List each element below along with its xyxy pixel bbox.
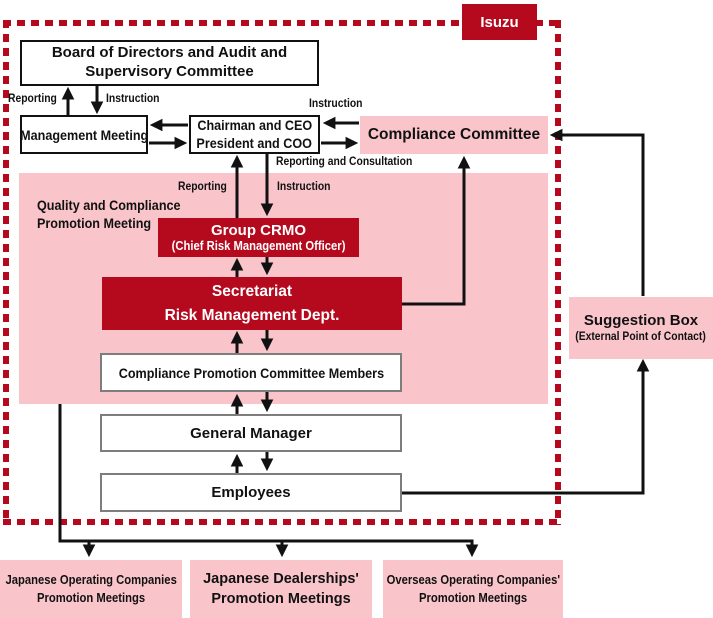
chairman-ceo-box: Chairman and CEO President and COO [189,115,320,154]
label-reporting-crmo: Reporting [178,181,227,193]
board-of-directors-box: Board of Directors and Audit and Supervi… [20,40,319,86]
group-crmo-line2: (Chief Risk Management Officer) [171,238,346,253]
isuzu-brand-tag: Isuzu [462,4,537,40]
board-line2: Supervisory Committee [85,63,254,80]
japanese-operating-box: Japanese Operating Companies Promotion M… [0,560,182,618]
suggestion-box-line2: (External Point of Contact) [575,331,707,344]
management-meeting-box: Management Meeting [20,115,148,154]
label-instruction-committee: Instruction [309,98,363,110]
committee-members-label: Compliance Promotion Committee Members [118,364,384,381]
compliance-committee-box: Compliance Committee [360,116,548,154]
japanese-dealerships-box: Japanese Dealerships' Promotion Meetings [190,560,372,618]
suggestion-box: Suggestion Box (External Point of Contac… [569,297,713,359]
quality-meeting-caption: Quality and Compliance Promotion Meeting [37,196,196,232]
secretariat-line2: Risk Management Dept. [164,306,340,324]
edge-secretariat-to-committee [402,155,471,306]
chairman-line1: Chairman and CEO [197,117,312,133]
general-manager-box: General Manager [100,414,402,452]
general-manager-label: General Manager [190,424,312,442]
edge-employees-to-suggestion-box [402,358,650,495]
committee-members-box: Compliance Promotion Committee Members [100,353,402,392]
employees-box: Employees [100,473,402,512]
japanese-dealerships-line2: Promotion Meetings [211,591,351,607]
secretariat-line1: Secretariat [211,283,293,301]
compliance-committee-label: Compliance Committee [367,126,541,143]
employees-label: Employees [211,484,291,501]
quality-meeting-line1: Quality and Compliance [37,197,181,213]
chairman-line2: President and COO [196,134,313,151]
label-instruction-crmo: Instruction [277,181,331,193]
label-instruction-board: Instruction [106,93,160,105]
edge-suggestion-box-to-committee [549,128,645,296]
quality-meeting-line2: Promotion Meeting [37,215,152,232]
japanese-operating-line1: Japanese Operating Companies [5,572,177,587]
group-crmo-box: Group CRMO (Chief Risk Management Office… [158,218,359,257]
overseas-operating-line1: Overseas Operating Companies' [386,572,560,587]
suggestion-box-line1: Suggestion Box [583,311,699,329]
label-reporting-board: Reporting [8,93,57,105]
isuzu-brand-label: Isuzu [480,13,519,31]
dashed-border-bottom [3,519,561,525]
board-line1: Board of Directors and Audit and [51,44,288,62]
group-crmo-line1: Group CRMO [211,221,306,239]
label-reporting-consultation: Reporting and Consultation [276,156,413,168]
japanese-dealerships-line1: Japanese Dealerships' [203,570,359,587]
overseas-operating-box: Overseas Operating Companies' Promotion … [383,560,563,618]
dashed-border-right [555,20,561,525]
dashed-border-top [3,20,561,26]
secretariat-box: Secretariat Risk Management Dept. [102,277,402,330]
japanese-operating-line2: Promotion Meetings [36,591,146,605]
overseas-operating-line2: Promotion Meetings [418,591,528,605]
management-meeting-label: Management Meeting [19,126,149,143]
edge-region-to-overseas [58,404,479,558]
dashed-border-left [3,20,9,525]
